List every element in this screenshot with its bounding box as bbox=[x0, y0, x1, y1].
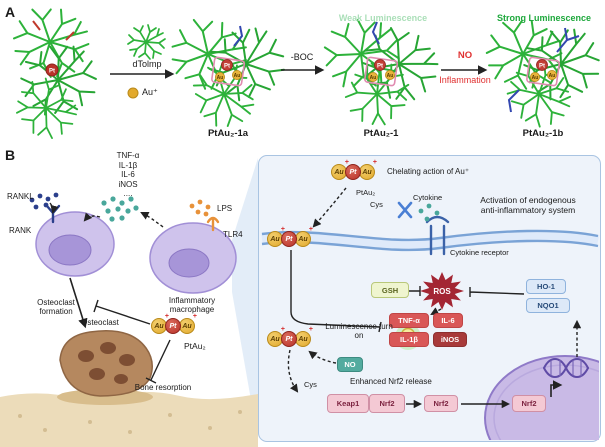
molecule-pt-precursor bbox=[5, 0, 107, 150]
osteoclast-precursor-cell bbox=[35, 211, 115, 277]
cytokine-item: IL-6 bbox=[121, 170, 135, 179]
ptau2-complex: Au+ Pt Au+ bbox=[267, 226, 313, 247]
luminescence-turn-on-label: Luminescence turn on bbox=[325, 322, 393, 341]
lps-dots bbox=[189, 199, 211, 217]
au-atom: Au+ bbox=[179, 313, 197, 334]
gsh-badge: GSH bbox=[371, 282, 409, 298]
cytokine-item: TNF-α bbox=[116, 151, 140, 160]
il6-badge: IL-6 bbox=[433, 313, 463, 328]
reaction-arrows bbox=[110, 65, 488, 79]
au-atom-label: Au bbox=[549, 73, 556, 79]
osteoclast-formation-label: Osteoclast formation bbox=[37, 298, 75, 317]
nrf2-badge: Nrf2 bbox=[369, 394, 405, 413]
au-atom: Au+ bbox=[267, 326, 285, 347]
bone-resorption-label: Bone resorption bbox=[134, 383, 192, 392]
gold-ion-dot bbox=[127, 87, 139, 99]
plus-charge: + bbox=[164, 313, 169, 320]
product-ptau2-1b-label: PtAu₂-1b bbox=[522, 128, 564, 139]
lps-label: LPS bbox=[217, 204, 233, 213]
nrf2-badge: Nrf2 bbox=[424, 395, 458, 412]
pt-atom: Pt bbox=[345, 164, 361, 180]
no-badge: NO bbox=[337, 357, 363, 372]
activation-line2: anti-inflammatory system bbox=[480, 205, 576, 216]
bone-surface bbox=[0, 389, 258, 447]
plus-charge: + bbox=[344, 159, 349, 166]
inflammation-label: Inflammation bbox=[439, 75, 491, 85]
au-atom-label: Au bbox=[234, 73, 241, 79]
pt-atom-label: Pt bbox=[377, 63, 383, 69]
panel-a-label: A bbox=[5, 4, 16, 20]
enhanced-nrf2-release-label: Enhanced Nrf2 release bbox=[350, 377, 432, 386]
au-atom: Au+ bbox=[295, 226, 313, 247]
inflammatory-macrophage-label: Inflammatory macrophage bbox=[168, 296, 216, 315]
plus-charge: + bbox=[372, 159, 377, 166]
ho1-badge: HO-1 bbox=[526, 279, 566, 294]
au-atom: Au+ bbox=[295, 326, 313, 347]
au-atom: Au+ bbox=[359, 159, 377, 180]
nqo1-badge: NQO1 bbox=[526, 298, 570, 313]
reagent-dtolmp-label: dTolmp bbox=[132, 59, 162, 69]
chelating-action-label: Chelating action of Au⁺ bbox=[387, 167, 470, 176]
cytokine-dots bbox=[101, 196, 139, 222]
au-atom: Au+ bbox=[151, 313, 169, 334]
ptau2-complex-label: PtAu₂ bbox=[184, 341, 206, 351]
left-panel-arrows bbox=[49, 202, 171, 384]
cytokine-label: Cytokine bbox=[413, 193, 443, 202]
cytokine-receptor-label: Cytokine receptor bbox=[450, 248, 509, 257]
tlr4-label: TLR4 bbox=[223, 230, 243, 239]
cytokine-item: .... bbox=[123, 189, 133, 198]
pt-atom-label: Pt bbox=[49, 69, 55, 75]
plus-charge: + bbox=[308, 226, 313, 233]
cys-label: Cys bbox=[304, 380, 317, 389]
osteoclast-label: Osteoclast bbox=[81, 318, 119, 327]
cytokine-item: IL-1β bbox=[118, 160, 138, 170]
au-atom-label: Au bbox=[532, 75, 539, 81]
cytokine-list: TNF-α IL-1β IL-6 iNOS .... bbox=[100, 151, 156, 199]
ptau2-complex: Au+ Pt Au+ bbox=[151, 313, 197, 334]
keap1-badge: Keap1 bbox=[327, 394, 369, 413]
reagent-au-ion-label: Au⁺ bbox=[142, 87, 158, 97]
ptau2-complex: Au+ Pt Au+ bbox=[267, 326, 313, 347]
au-atom-label: Au bbox=[387, 73, 394, 79]
no-trigger-label: NO bbox=[457, 50, 473, 61]
pt-atom: Pt bbox=[165, 318, 181, 334]
activation-line1: Activation of endogenous bbox=[480, 195, 576, 205]
inset-ptau2-label: PtAu₂ bbox=[356, 188, 376, 197]
nrf2-badge: Nrf2 bbox=[512, 395, 546, 412]
panel-b-label: B bbox=[5, 147, 16, 163]
inos-badge: iNOS bbox=[433, 332, 467, 347]
boc-removal-label: -BOC bbox=[290, 52, 314, 62]
au-atom-label: Au bbox=[370, 75, 377, 81]
plus-charge: + bbox=[280, 226, 285, 233]
product-ptau2-1-label: PtAu₂-1 bbox=[363, 128, 399, 139]
molecule-dtolmp bbox=[127, 24, 166, 60]
activation-endogenous-label: Activation of endogenous anti-inflammato… bbox=[458, 195, 598, 215]
rank-receptor-icon bbox=[45, 204, 61, 224]
tlr4-receptor-icon bbox=[206, 216, 220, 232]
cys-label: Cys bbox=[370, 200, 383, 209]
au-atom: Au+ bbox=[331, 159, 349, 180]
strong-luminescence-label: Strong Luminescence bbox=[496, 13, 592, 23]
pt-atom-label: Pt bbox=[539, 63, 545, 69]
au-atom-label: Au bbox=[217, 75, 224, 81]
plus-charge: + bbox=[280, 326, 285, 333]
rankl-label: RANKL bbox=[7, 192, 34, 201]
pt-atom: Pt bbox=[281, 331, 297, 347]
plus-charge: + bbox=[192, 313, 197, 320]
weak-luminescence-label: Weak Luminescence bbox=[338, 13, 428, 23]
pt-atom-label: Pt bbox=[224, 63, 230, 69]
ptau2-complex: Au+ Pt Au+ bbox=[331, 159, 377, 180]
rank-label: RANK bbox=[9, 226, 32, 235]
product-ptau2-1a-label: PtAu₂-1a bbox=[207, 128, 249, 139]
molecule-ptau2-1a bbox=[162, 9, 297, 137]
plus-charge: + bbox=[308, 326, 313, 333]
cytokine-item: iNOS bbox=[118, 179, 138, 189]
pt-atom: Pt bbox=[281, 231, 297, 247]
